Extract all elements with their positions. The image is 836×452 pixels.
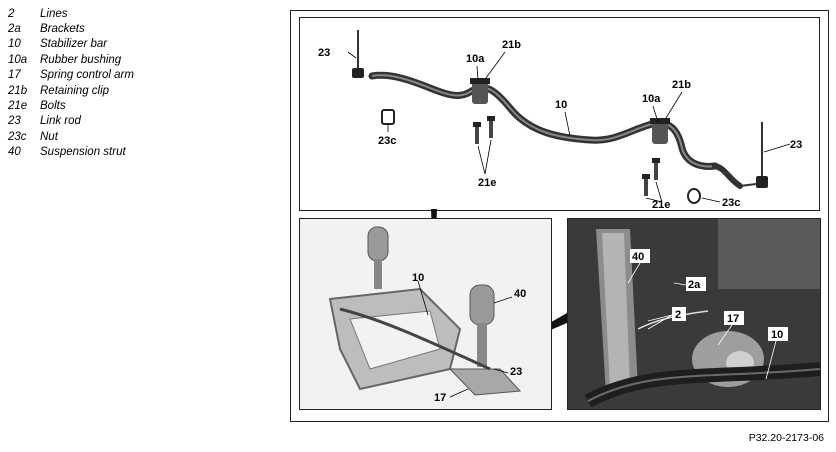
legend-text: Suspension strut [40,146,126,159]
rubber-bushing-right [652,122,668,144]
nut-23c-left [381,109,395,125]
callout-10a-right: 10a [642,93,661,105]
callout-10: 10 [412,272,424,284]
callout-21b-left: 21b [502,39,521,51]
callout-23-right: 23 [790,139,802,151]
legend-code: 21e [8,100,28,113]
legend-text: Rubber bushing [40,53,122,66]
detail-photo-drawing: 40 2a 2 17 10 [568,219,820,409]
legend-row-lines: 2 Lines [8,6,134,21]
bolt-21e-2 [489,120,493,138]
suspension-strut-left [367,226,389,262]
stabilizer-drawing: 23 10a 21b 10 10a 21b 23 23c 21e 21e 23c [318,30,802,210]
legend-text: Lines [40,7,68,20]
legend-row-rubber-bushing: 10a Rubber bushing [8,52,134,67]
brake-lines-photo [637,310,709,330]
bolt-21e-3 [644,178,648,196]
stabilizer-arm-right [712,163,743,189]
legend-code: 10a [8,53,28,66]
callout-17: 17 [727,313,739,325]
callout-10: 10 [555,99,567,111]
axle-drawing: 10 40 23 17 [328,226,526,404]
figure-id: P32.20-2173-06 [748,432,824,444]
callout-23c-left: 23c [378,135,396,147]
legend-text: Brackets [40,23,85,36]
callout-23: 23 [510,366,522,378]
retaining-clip-left [470,78,490,84]
legend-text: Spring control arm [40,69,134,82]
bolt-21e-1 [475,126,479,144]
callout-10a-left: 10a [466,53,485,65]
legend-text: Nut [40,130,58,143]
callout-40: 40 [514,288,526,300]
installed-detail-photo: 40 2a 2 17 10 [567,218,821,410]
legend-row-nut: 23c Nut [8,129,134,144]
callout-21e-left: 21e [478,177,496,189]
rubber-bushing-left [472,82,488,104]
spring-control-arm [448,368,522,396]
callout-23c-right: 23c [722,197,740,209]
legend-code: 10 [8,38,21,51]
legend-row-suspension-strut: 40 Suspension strut [8,145,134,160]
stabilizer-exploded-view: 23 10a 21b 10 10a 21b 23 23c 21e 21e 23c [299,17,820,211]
legend-text: Link rod [40,115,81,128]
callout-10: 10 [771,329,783,341]
legend-text: Stabilizer bar [40,38,108,51]
callout-40: 40 [632,251,644,263]
stabilizer-bar-overview [339,307,491,371]
legend-row-link-rod: 23 Link rod [8,114,134,129]
figure-frame: 23 10a 21b 10 10a 21b 23 23c 21e 21e 23c [290,10,829,422]
front-axle-overview: 10 40 23 17 [299,218,552,410]
nut-23c-right [687,188,701,204]
legend-code: 2 [8,7,15,20]
legend-row-bolts: 21e Bolts [8,98,134,113]
legend-text: Bolts [40,100,66,113]
suspension-strut-right [469,284,495,326]
legend-row-stabilizer-bar: 10 Stabilizer bar [8,37,134,52]
legend-text: Retaining clip [40,84,110,97]
callout-23-left: 23 [318,47,330,59]
callout-17: 17 [434,392,446,404]
legend-code: 23c [8,130,27,143]
legend-row-retaining-clip: 21b Retaining clip [8,83,134,98]
legend-code: 2a [8,23,21,36]
legend-code: 21b [8,84,28,97]
bolt-21e-4 [654,162,658,180]
legend-code: 17 [8,69,21,82]
callout-2a: 2a [688,279,701,291]
legend-code: 23 [8,115,21,128]
legend-row-brackets: 2a Brackets [8,21,134,36]
callout-2: 2 [675,309,681,321]
callout-21e-right: 21e [652,199,670,210]
callout-21b-right: 21b [672,79,691,91]
legend-code: 40 [8,146,21,159]
parts-legend: 2 Lines 2a Brackets 10 Stabilizer bar 10… [8,6,134,160]
retaining-clip-right [650,118,670,124]
legend-row-spring-control-arm: 17 Spring control arm [8,68,134,83]
